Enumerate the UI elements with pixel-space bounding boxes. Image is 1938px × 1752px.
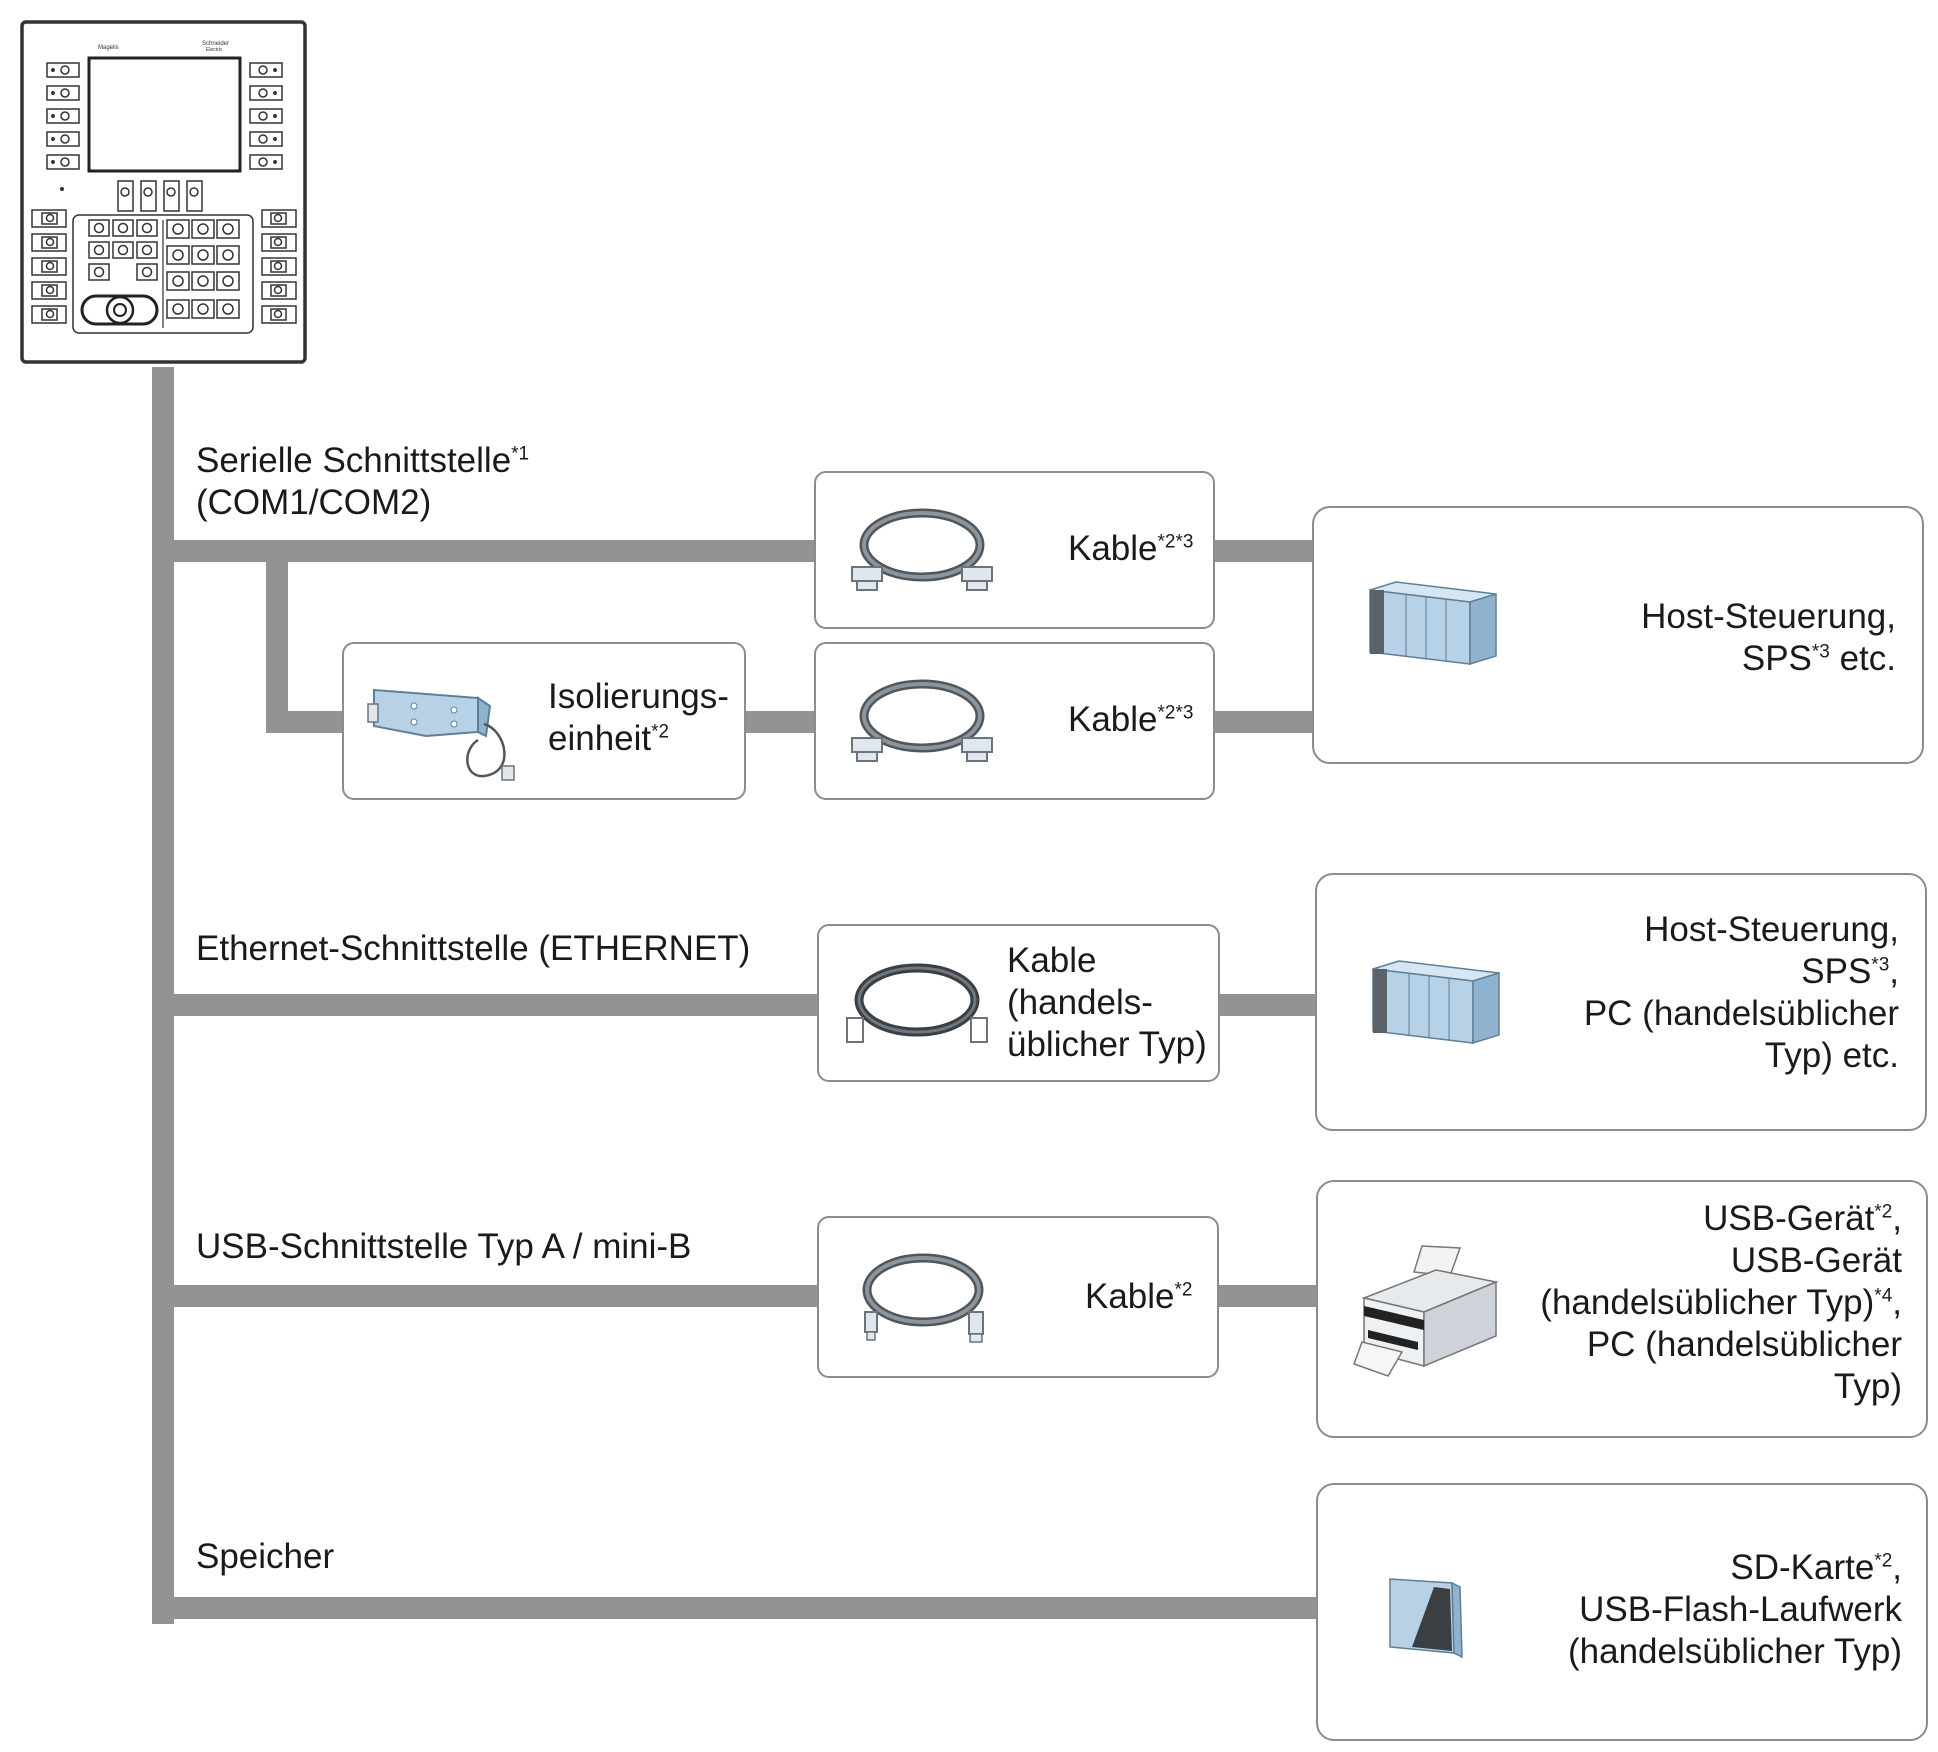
memory-bus-line [152,1597,1328,1619]
isolation-unit-footnote: *2 [651,721,670,743]
ethernet-host-line3: PC (handelsüblicher [1583,994,1899,1033]
ethernet-host-line1: Host-Steuerung, [1644,910,1899,949]
usb-device-footnote-1: *2 [1874,1201,1893,1223]
serial-host-line2a: SPS [1741,639,1812,678]
serial-host-device-box: Host-Steuerung, SPS*3 etc. [1312,506,1924,764]
isolation-unit-label: Isolierungs- einheit*2 [548,676,729,760]
plc-icon [1372,960,1500,1045]
usb-device-label: USB-Gerät*2, USB-Gerät (handelsüblicher … [1540,1198,1902,1408]
ethernet-interface-label: Ethernet-Schnittstelle (ETHERNET) [196,929,751,968]
usb-cable-box: Kable*2 [817,1216,1219,1378]
serial-cable-1-text: Kable [1068,529,1158,568]
serial-cable1-to-host-line [1212,540,1322,562]
serial-cable-box-1: Kable*2*3 [814,471,1215,629]
usb-interface-label: USB-Schnittstelle Typ A / mini-B [196,1227,692,1266]
ethernet-cable-to-host-line [1215,994,1325,1016]
ethernet-host-line2a: SPS [1801,952,1872,991]
isolation-unit-line2: einheit [548,719,652,758]
svg-text:Electric: Electric [206,47,223,53]
serial-cable-icon [851,508,993,591]
hmi-terminal-icon: Magelis Schneider Electric [20,20,307,364]
serial-cable-1-label: Kable*2*3 [1068,528,1193,570]
serial-cable-2-label: Kable*2*3 [1068,699,1193,741]
usb-device-box: USB-Gerät*2, USB-Gerät (handelsüblicher … [1316,1180,1928,1438]
usb-device-line4: PC (handelsüblicher [1586,1325,1902,1364]
serial-cable-box-2: Kable*2*3 [814,642,1215,800]
ethernet-cable-label: Kable (handels- üblicher Typ) [1007,940,1207,1066]
printer-icon [1353,1245,1499,1377]
memory-interface-label: Speicher [196,1537,335,1576]
serial-cable2-to-host-line [1212,711,1322,733]
usb-device-line5: Typ) [1833,1367,1902,1406]
ethernet-cable-box: Kable (handels- üblicher Typ) [817,924,1220,1082]
serial-host-line1: Host-Steuerung, [1641,597,1896,636]
memory-device-line1a: SD-Karte [1730,1548,1875,1587]
usb-device-line3a: (handelsüblicher Typ) [1540,1283,1875,1322]
isolation-to-cable-line [745,711,817,733]
isolation-branch-horizontal [266,711,344,733]
memory-device-line2: USB-Flash-Laufwerk [1579,1590,1902,1629]
isolation-unit-icon [367,688,515,781]
serial-cable-2-text: Kable [1068,700,1158,739]
ethernet-host-device-box: Host-Steuerung, SPS*3, PC (handelsüblich… [1315,873,1927,1131]
serial-host-line2b: etc. [1829,639,1896,678]
serial-cable-2-footnote: *2*3 [1157,702,1194,724]
svg-text:Magelis: Magelis [98,45,119,51]
memory-device-footnote: *2 [1874,1550,1893,1572]
usb-device-line3b: , [1892,1283,1902,1322]
ethernet-host-label: Host-Steuerung, SPS*3, PC (handelsüblich… [1584,909,1899,1077]
memory-device-box: SD-Karte*2, USB-Flash-Laufwerk (handelsü… [1316,1483,1928,1741]
ethernet-cable-line3: üblicher Typ) [1007,1025,1207,1064]
usb-device-line1a: USB-Gerät [1703,1199,1875,1238]
usb-device-footnote-4: *4 [1874,1285,1893,1307]
serial-host-label: Host-Steuerung, SPS*3 etc. [1641,596,1896,680]
serial-host-footnote: *3 [1811,641,1830,663]
ethernet-host-line2b: , [1889,952,1899,991]
ethernet-cable-line2: (handels- [1007,983,1153,1022]
usb-cable-footnote: *2 [1174,1279,1193,1301]
usb-device-line2: USB-Gerät [1730,1241,1902,1280]
usb-bus-line [152,1285,818,1307]
usb-cable-label: Kable*2 [1085,1276,1193,1318]
ethernet-cable-line1: Kable [1007,941,1097,980]
isolation-unit-box: Isolierungs- einheit*2 [342,642,746,800]
serial-interface-ports: (COM1/COM2) [196,483,432,522]
svg-text:Schneider: Schneider [202,41,229,47]
memory-device-label: SD-Karte*2, USB-Flash-Laufwerk (handelsü… [1568,1547,1902,1673]
usb-cable-icon [862,1253,984,1343]
ethernet-bus-line [152,994,819,1016]
ethernet-cable-icon [846,963,988,1043]
memory-device-line1b: , [1892,1548,1902,1587]
ethernet-host-line4: Typ) etc. [1764,1036,1899,1075]
serial-cable-icon [851,679,993,762]
usb-cable-to-device-line [1215,1285,1327,1307]
isolation-unit-line1: Isolierungs- [548,677,729,716]
serial-cable-1-footnote: *2*3 [1157,531,1194,553]
serial-bus-line [152,540,815,562]
ethernet-host-footnote: *3 [1871,954,1890,976]
sd-card-icon [1389,1578,1463,1659]
plc-icon [1369,581,1497,666]
serial-interface-name: Serielle Schnittstelle [196,441,512,480]
serial-interface-footnote: *1 [511,443,530,465]
memory-device-line3: (handelsüblicher Typ) [1568,1632,1902,1671]
serial-interface-label: Serielle Schnittstelle*1 (COM1/COM2) [196,440,529,524]
isolation-branch-vertical [266,540,288,732]
usb-device-line1b: , [1892,1199,1902,1238]
usb-cable-text: Kable [1085,1277,1175,1316]
